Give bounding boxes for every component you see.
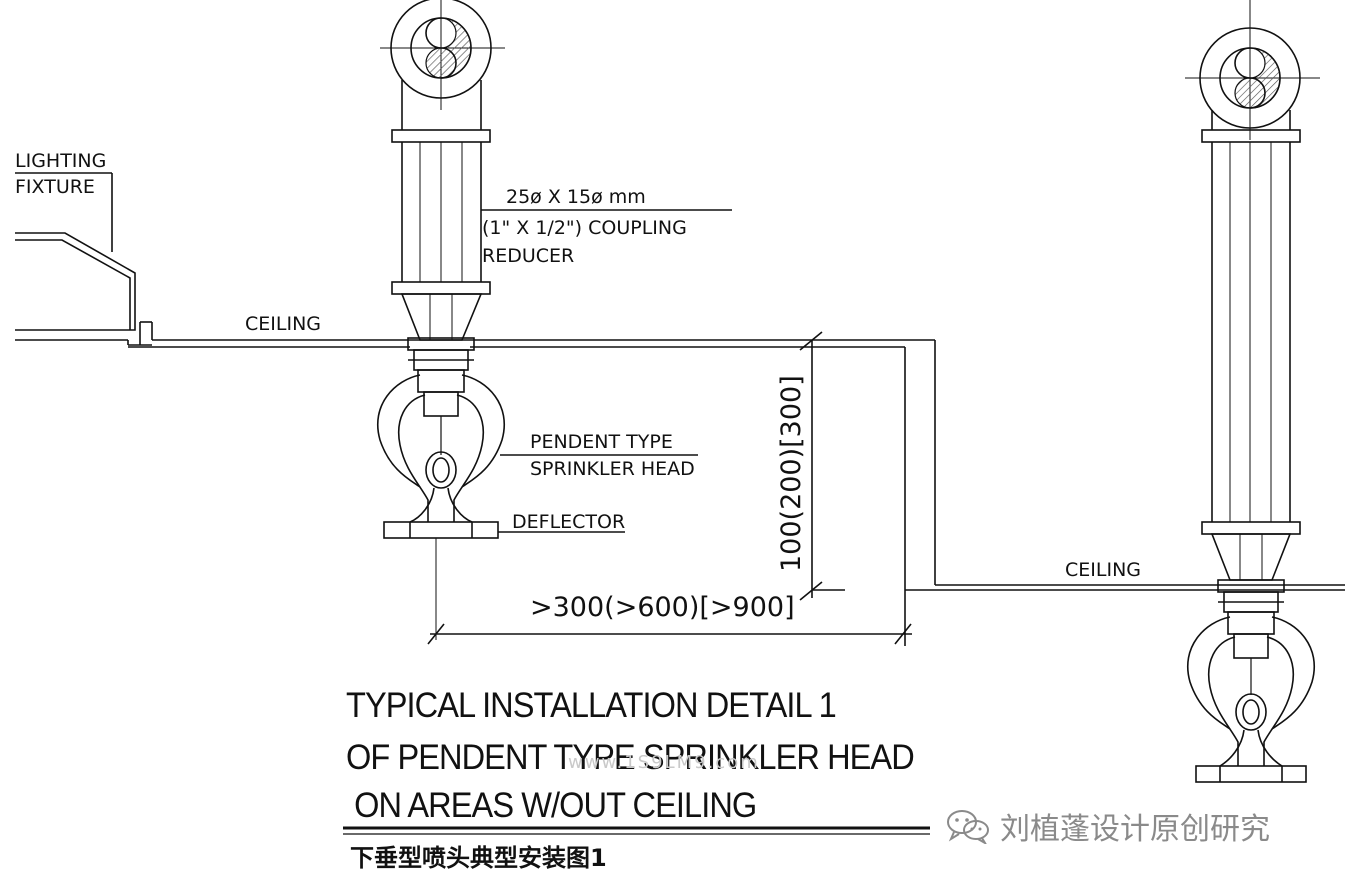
sprinkler-label-2: SPRINKLER HEAD bbox=[530, 458, 695, 480]
right-branch-pipe bbox=[1185, 0, 1320, 140]
title-line-3: ON AREAS W/OUT CEILING bbox=[346, 786, 757, 825]
left-drop-pipe bbox=[391, 80, 491, 295]
horizontal-dimension-text: >300(>600)[>900] bbox=[530, 592, 795, 623]
lighting-fixture bbox=[15, 232, 153, 346]
right-drop-pipe bbox=[1201, 110, 1301, 535]
reducer-label-2: REDUCER bbox=[482, 245, 574, 267]
right-sprinkler-head bbox=[1187, 611, 1315, 783]
right-pipe-hatch bbox=[1234, 47, 1281, 109]
lighting-fixture-label-1: LIGHTING bbox=[15, 150, 106, 172]
site-watermark: www.1S9LM9.com bbox=[568, 752, 760, 773]
left-pipe-hatch bbox=[425, 17, 472, 79]
lighting-fixture-leader bbox=[15, 172, 113, 252]
vertical-dimension-text: 100(200)[300] bbox=[776, 375, 807, 572]
horizontal-dimension-line bbox=[427, 590, 912, 646]
wechat-icon bbox=[947, 810, 989, 844]
reducer-size-label: 25ø X 15ø mm bbox=[506, 186, 646, 208]
left-sprinkler-head bbox=[377, 369, 505, 539]
right-coupling-reducer bbox=[1210, 533, 1292, 613]
ceiling-left-label: CEILING bbox=[245, 313, 321, 335]
deflector-label: DEFLECTOR bbox=[512, 511, 625, 533]
title-line-2: OF PENDENT TYPE SPRINKLER HEAD bbox=[346, 738, 915, 777]
chinese-title: 下垂型喷头典型安装图1 bbox=[350, 844, 607, 872]
account-watermark-text: 刘植蓬设计原创研究 bbox=[1000, 812, 1270, 847]
ceiling-left-line bbox=[15, 339, 936, 590]
ceiling-right-label: CEILING bbox=[1065, 559, 1141, 581]
title-line-1: TYPICAL INSTALLATION DETAIL 1 bbox=[346, 686, 837, 725]
lighting-fixture-label-2: FIXTURE bbox=[15, 176, 95, 198]
sprinkler-label-1: PENDENT TYPE bbox=[530, 431, 673, 453]
left-coupling-reducer bbox=[400, 293, 483, 371]
account-watermark: 刘植蓬设计原创研究 bbox=[946, 804, 1270, 848]
vertical-dimension-line bbox=[799, 331, 845, 601]
reducer-label-1: (1" X 1/2") COUPLING bbox=[482, 217, 687, 239]
ceiling-right-line bbox=[905, 584, 1345, 591]
